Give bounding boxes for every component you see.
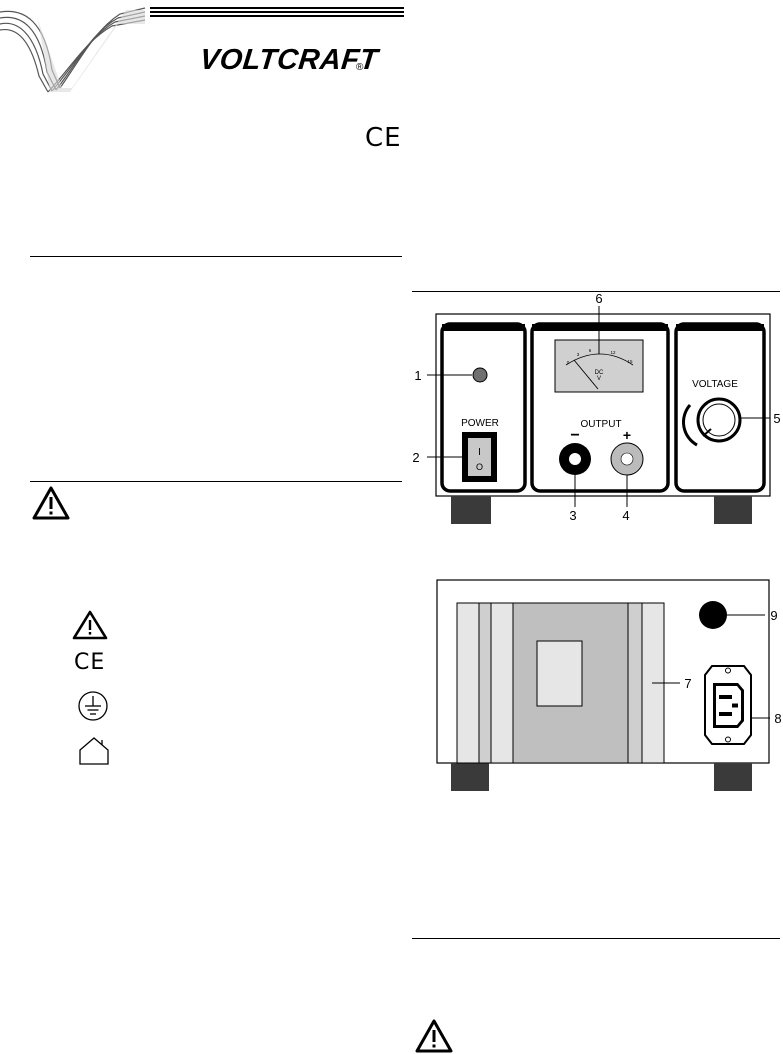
ce-mark: CE [365, 123, 402, 153]
foot-right [714, 763, 752, 791]
brand-swoosh-graphic [0, 7, 404, 93]
output-label: OUTPUT [580, 419, 621, 430]
output-plus-label: + [623, 427, 631, 443]
fuse-holder[interactable] [699, 601, 727, 629]
callout-3: 3 [569, 508, 576, 523]
callout-2: 2 [412, 450, 419, 465]
foot-right [714, 496, 752, 524]
meter-scale-3: 3 [577, 352, 580, 357]
ce-mark-icon: CE [74, 650, 106, 675]
power-switch-on-label: I [478, 447, 481, 458]
callout-9: 9 [770, 608, 777, 623]
front-panel-diagram: POWER I O 0 3 6 12 15 DC V OUTPUT − + VO… [412, 291, 781, 524]
heat-sink [456, 602, 665, 764]
output-minus-label: − [570, 427, 579, 444]
voltage-label: VOLTAGE [692, 379, 738, 390]
protective-earth-icon [78, 691, 108, 721]
section-divider [412, 291, 780, 292]
section-divider [30, 256, 402, 257]
power-switch-off-label: O [476, 462, 483, 472]
callout-7: 7 [684, 676, 691, 691]
foot-left [451, 763, 489, 791]
warning-triangle-icon [415, 1019, 453, 1053]
section-divider [412, 938, 780, 939]
power-label: POWER [461, 418, 499, 429]
callout-1: 1 [414, 368, 421, 383]
callout-8: 8 [774, 711, 781, 726]
foot-left [451, 496, 491, 524]
meter-scale-12: 12 [610, 350, 616, 355]
power-indicator-led [472, 367, 488, 383]
voltage-knob[interactable] [696, 397, 742, 443]
meter-scale-15: 15 [627, 359, 633, 364]
callout-6: 6 [595, 291, 602, 306]
mains-socket[interactable] [704, 665, 752, 745]
output-terminal-negative[interactable] [559, 443, 591, 475]
indoor-use-house-icon [79, 737, 109, 765]
callout-4: 4 [622, 508, 629, 523]
callout-5: 5 [773, 411, 780, 426]
section-divider [30, 481, 402, 482]
warning-triangle-icon [32, 486, 70, 520]
power-switch[interactable]: I O [462, 432, 497, 482]
meter-unit-v: V [597, 376, 601, 382]
meter-unit-dc: DC [595, 370, 604, 376]
output-terminal-positive[interactable] [610, 442, 644, 476]
meter-scale-6: 6 [589, 348, 592, 353]
warning-triangle-icon [72, 610, 108, 640]
brand-registered-mark: ® [356, 62, 364, 73]
rear-panel-diagram: 9 7 8 [436, 579, 782, 791]
meter-scale-0: 0 [567, 360, 570, 365]
brand-logo: VOLTCRAFT [198, 44, 380, 76]
